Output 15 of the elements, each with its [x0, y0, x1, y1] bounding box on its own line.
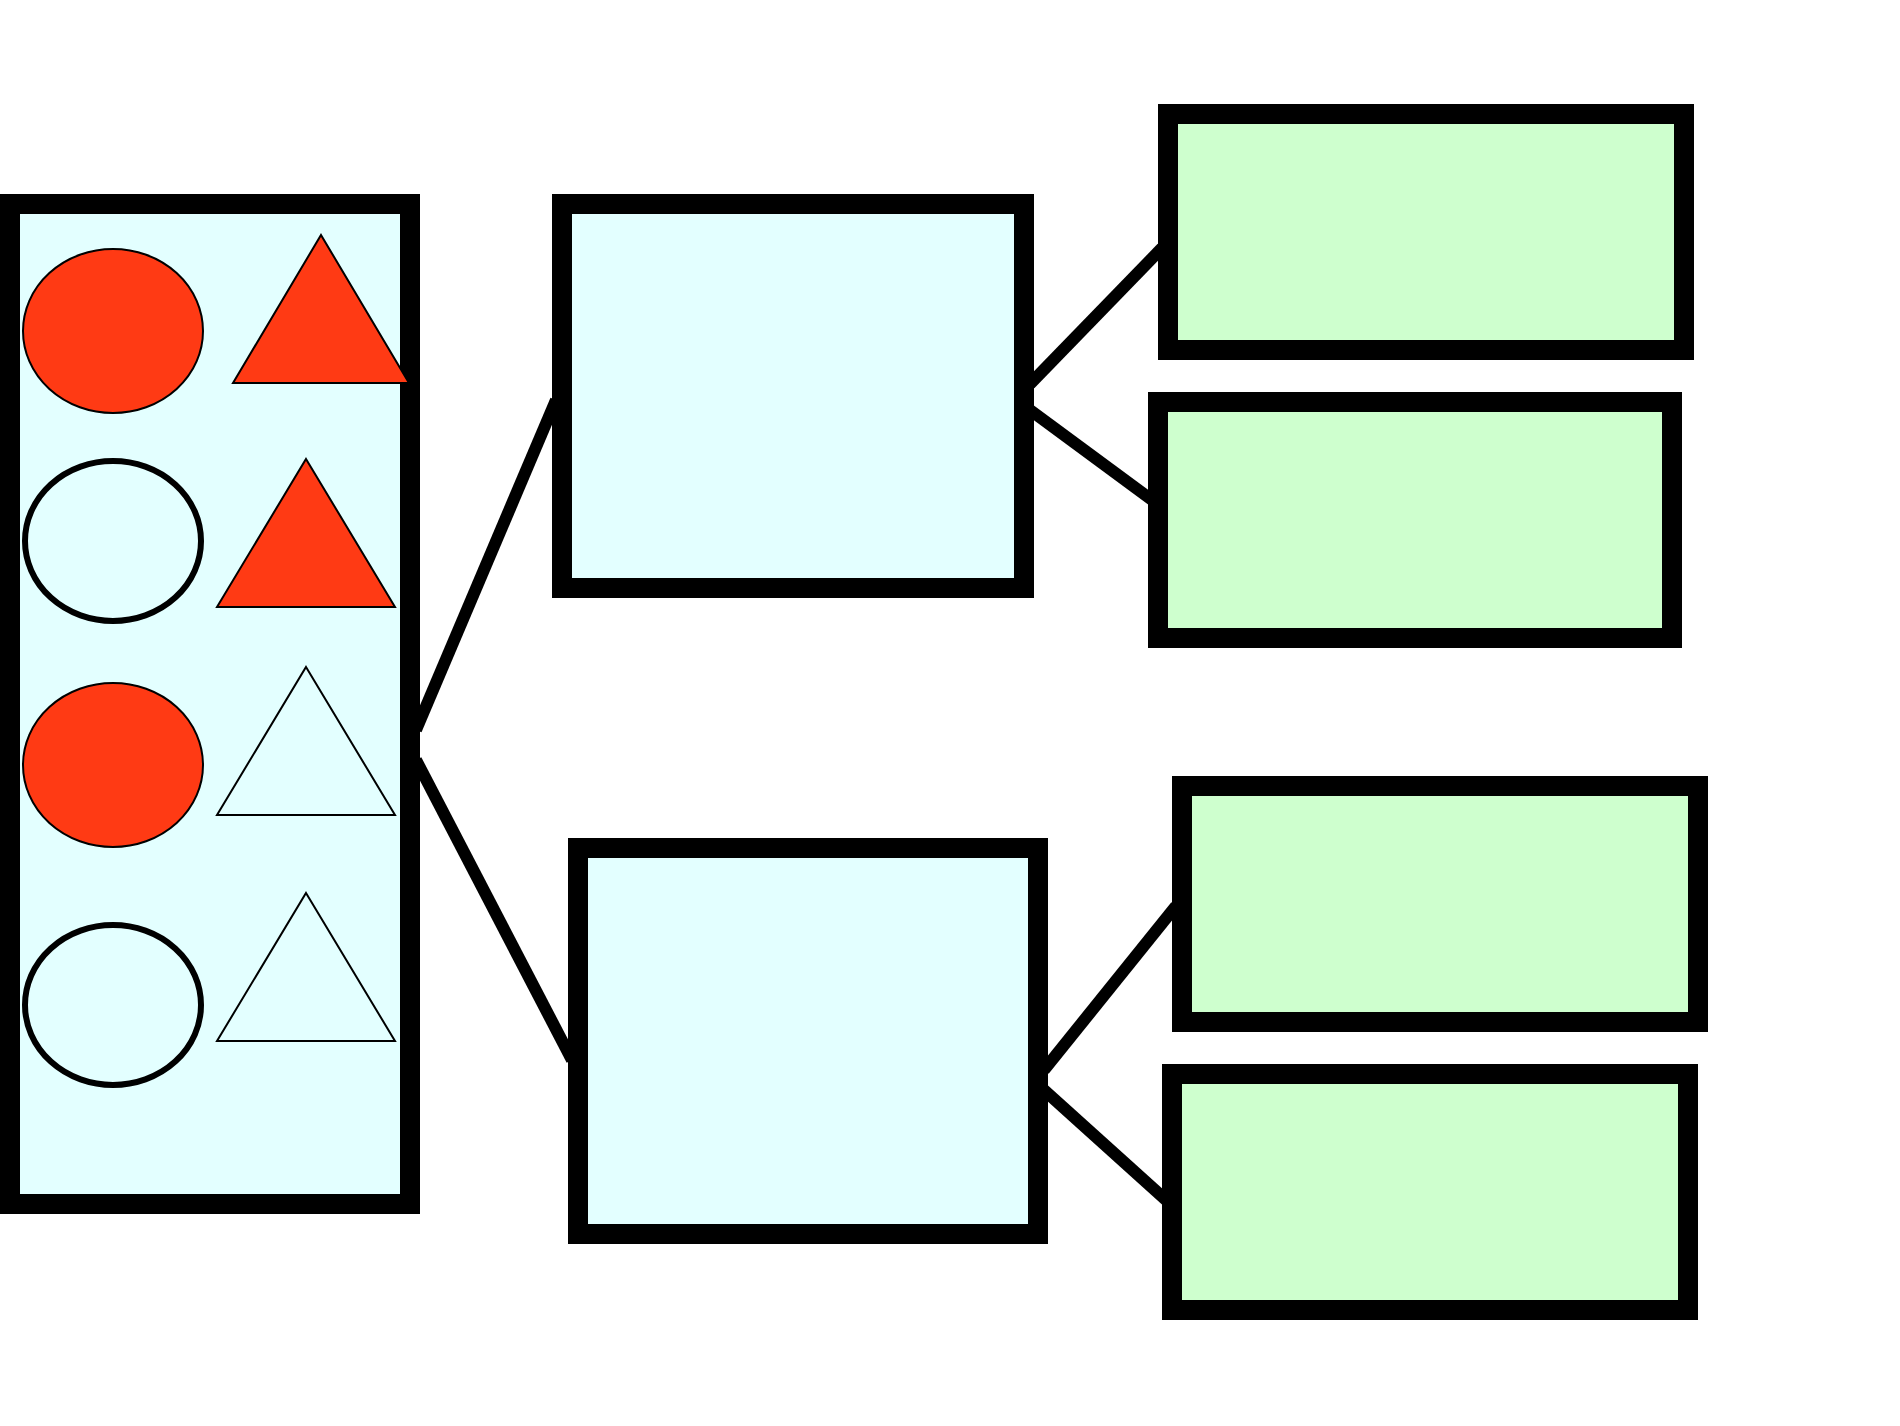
triangle-symbol [216, 892, 396, 1042]
empty-box [1162, 1064, 1698, 1320]
circle-symbol [22, 458, 204, 624]
circle-symbol [22, 248, 204, 414]
triangle-symbol [232, 234, 410, 384]
empty-box [568, 838, 1048, 1244]
empty-box [1158, 104, 1694, 360]
triangle-symbol [216, 666, 396, 816]
empty-box [0, 194, 420, 1214]
circle-symbol [22, 682, 204, 848]
empty-box [1148, 392, 1682, 648]
empty-box [1172, 776, 1708, 1032]
empty-box [552, 194, 1034, 598]
circle-symbol [22, 922, 204, 1088]
triangle-symbol [216, 458, 396, 608]
